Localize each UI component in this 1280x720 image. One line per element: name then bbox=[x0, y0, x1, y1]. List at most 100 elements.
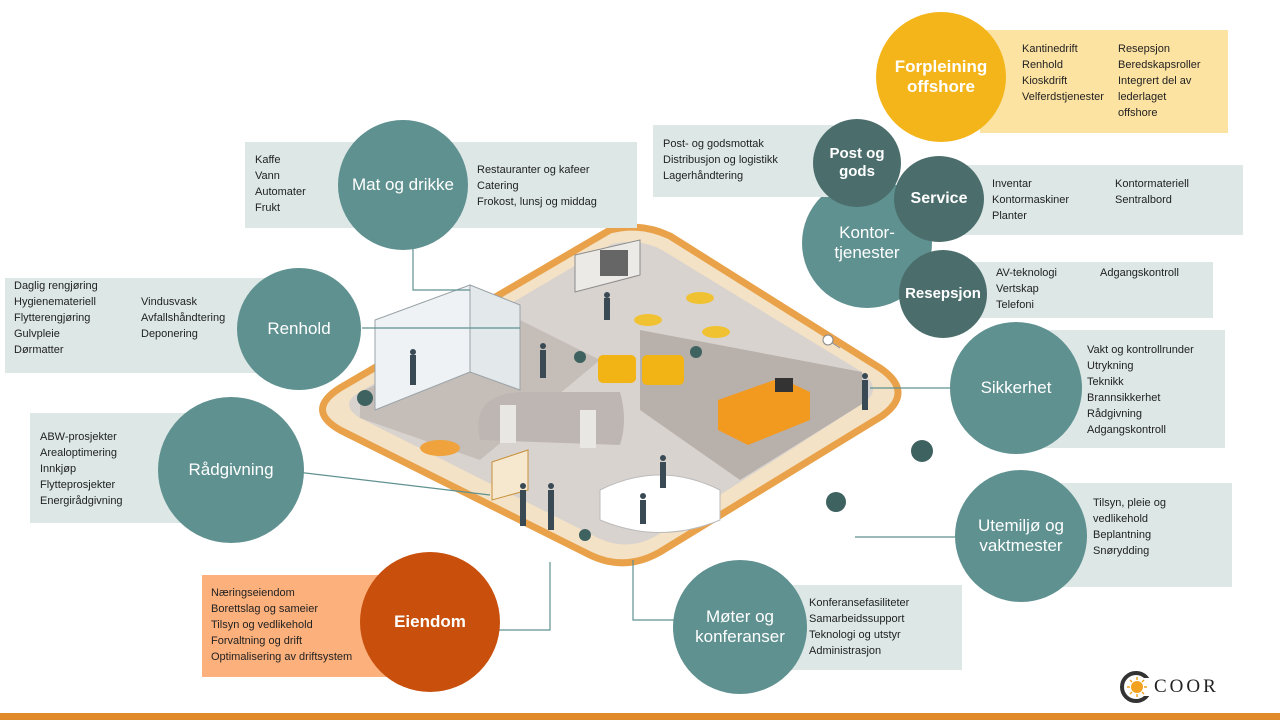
coor-logo-mark-icon bbox=[1120, 671, 1152, 703]
list-item: Innkjøp bbox=[40, 463, 77, 475]
forpleining-circle[interactable]: Forpleining offshore bbox=[876, 12, 1006, 142]
sikkerhet-circle[interactable]: Sikkerhet bbox=[950, 322, 1082, 454]
coor-logo: COOR bbox=[1118, 668, 1248, 708]
flip-chart bbox=[491, 449, 529, 501]
plant bbox=[690, 346, 702, 358]
circle-title: Resepsjon bbox=[905, 285, 981, 302]
list-item: Tilsyn, pleie og bbox=[1093, 497, 1166, 509]
service-box: Inventar Kontormaskiner Planter Kontorma… bbox=[945, 165, 1243, 235]
radgivning-circle[interactable]: Rådgivning bbox=[158, 397, 304, 543]
circle-title: Renhold bbox=[267, 318, 331, 338]
list-item: Forvaltning og drift bbox=[211, 635, 303, 647]
circle-title: Forpleining offshore bbox=[895, 57, 988, 98]
renhold-col2: Vindusvask Avfallshåndtering Deponering bbox=[141, 294, 225, 342]
renhold-circle[interactable]: Renhold bbox=[237, 268, 361, 390]
list-item: Brannsikkerhet bbox=[1087, 392, 1161, 404]
moter-circle[interactable]: Møter og konferanser bbox=[673, 560, 807, 694]
list-item: Teknikk bbox=[1087, 376, 1124, 388]
circle-title-line: Forpleining bbox=[894, 56, 988, 76]
list-item: Beredskapsroller bbox=[1118, 59, 1201, 71]
list-item: Restauranter og kafeer bbox=[477, 164, 590, 176]
list-item: Catering bbox=[477, 180, 519, 192]
circle-title: Møter og konferanser bbox=[695, 607, 785, 648]
list-item: vedlikehold bbox=[1093, 513, 1149, 525]
list-item: Deponering bbox=[141, 328, 198, 340]
list-item: Kantinedrift bbox=[1022, 43, 1078, 55]
circle-title-line: Post og bbox=[829, 145, 885, 162]
list-item: Inventar bbox=[992, 178, 1032, 190]
list-item: Kioskdrift bbox=[1022, 75, 1068, 87]
circle-title: Post og gods bbox=[830, 145, 885, 181]
list-item: Hygienemateriell bbox=[14, 296, 96, 308]
cafe-table bbox=[702, 326, 730, 338]
list-item: Vertskap bbox=[996, 283, 1039, 295]
eiendom-circle[interactable]: Eiendom bbox=[360, 552, 500, 692]
list-item: Rådgivning bbox=[1087, 408, 1143, 420]
circle-title: Mat og drikke bbox=[351, 174, 455, 194]
resepsjon-col2: Adgangskontroll bbox=[1100, 265, 1179, 281]
connector-lines bbox=[279, 230, 960, 631]
resepsjon-col1: AV-teknologi Vertskap Telefoni bbox=[996, 265, 1057, 313]
utemiljo-list: Tilsyn, pleie og vedlikehold Beplantning… bbox=[1093, 495, 1166, 559]
bottom-accent-bar bbox=[0, 713, 1280, 720]
list-item: Gulvpleie bbox=[14, 328, 60, 340]
circle-title: Service bbox=[910, 190, 968, 208]
circle-title-line: Møter og bbox=[705, 606, 775, 626]
post-list: Post- og godsmottak Distribusjon og logi… bbox=[663, 136, 778, 184]
mat-og-drikke-circle[interactable]: Mat og drikke bbox=[338, 120, 468, 250]
reception-desk bbox=[718, 378, 810, 445]
tree bbox=[826, 492, 846, 512]
wall-clock bbox=[822, 334, 834, 346]
circle-title-line: offshore bbox=[906, 77, 975, 96]
moter-list: Konferansefasiliteter Samarbeidssupport … bbox=[809, 595, 909, 659]
list-item: Samarbeidssupport bbox=[809, 613, 905, 625]
list-item: Vakt og kontrollrunder bbox=[1087, 344, 1194, 356]
service-col1: Inventar Kontormaskiner Planter bbox=[992, 176, 1069, 224]
service-col2: Kontormateriell Sentralbord bbox=[1115, 176, 1189, 208]
list-item: Post- og godsmottak bbox=[663, 138, 764, 150]
list-item: Renhold bbox=[1022, 59, 1063, 71]
service-circle[interactable]: Service bbox=[894, 156, 984, 242]
forpleining-box: Kantinedrift Renhold Kioskdrift Velferds… bbox=[980, 30, 1228, 133]
tree bbox=[357, 390, 373, 406]
list-item: Daglig rengjøring bbox=[14, 280, 98, 292]
list-item: Adgangskontroll bbox=[1087, 424, 1166, 436]
list-item: Telefoni bbox=[996, 299, 1034, 311]
list-item: Frukt bbox=[255, 202, 281, 214]
list-item: Distribusjon og logistikk bbox=[663, 154, 778, 166]
list-item: Sentralbord bbox=[1115, 194, 1172, 206]
circle-title-line: konferanser bbox=[695, 627, 785, 646]
plant bbox=[579, 529, 591, 541]
tree bbox=[911, 440, 933, 462]
utemiljo-circle[interactable]: Utemiljø og vaktmester bbox=[955, 470, 1087, 602]
list-item: Adgangskontroll bbox=[1100, 267, 1179, 279]
list-item: Kontormateriell bbox=[1115, 178, 1189, 190]
list-item: Velferdstjenester bbox=[1022, 91, 1104, 103]
list-item: Tilsyn og vedlikehold bbox=[211, 619, 313, 631]
circle-title: Sikkerhet bbox=[980, 377, 1052, 397]
meeting-table bbox=[599, 474, 721, 533]
forpleining-col1: Kantinedrift Renhold Kioskdrift Velferds… bbox=[1022, 41, 1104, 105]
list-item: Kaffe bbox=[255, 154, 281, 166]
circle-title-line: Kontor- bbox=[839, 222, 895, 242]
list-item: Dørmatter bbox=[14, 344, 64, 356]
post-og-gods-circle[interactable]: Post og gods bbox=[813, 119, 901, 207]
eiendom-list: Næringseiendom Borettslag og sameier Til… bbox=[211, 585, 352, 665]
plant bbox=[574, 351, 586, 363]
coor-logo-text: COOR bbox=[1154, 676, 1219, 697]
circle-title: Eiendom bbox=[394, 611, 466, 631]
circle-title-line: vaktmester bbox=[979, 536, 1063, 555]
post-og-gods-box: Post- og godsmottak Distribusjon og logi… bbox=[653, 125, 833, 197]
list-item: Beplantning bbox=[1093, 529, 1152, 541]
shelf bbox=[580, 410, 596, 448]
list-item: Flytterengjøring bbox=[14, 312, 91, 324]
list-item: Planter bbox=[992, 210, 1027, 222]
list-item: Automater bbox=[255, 186, 306, 198]
mat-right-list: Restauranter og kafeer Catering Frokost,… bbox=[477, 162, 597, 210]
circle-title-line: gods bbox=[839, 163, 875, 180]
list-item: Borettslag og sameier bbox=[211, 603, 318, 615]
resepsjon-box: AV-teknologi Vertskap Telefoni Adgangsko… bbox=[950, 262, 1213, 318]
cafe-table bbox=[634, 314, 662, 326]
resepsjon-circle[interactable]: Resepsjon bbox=[899, 250, 987, 338]
list-item: offshore bbox=[1118, 107, 1158, 119]
